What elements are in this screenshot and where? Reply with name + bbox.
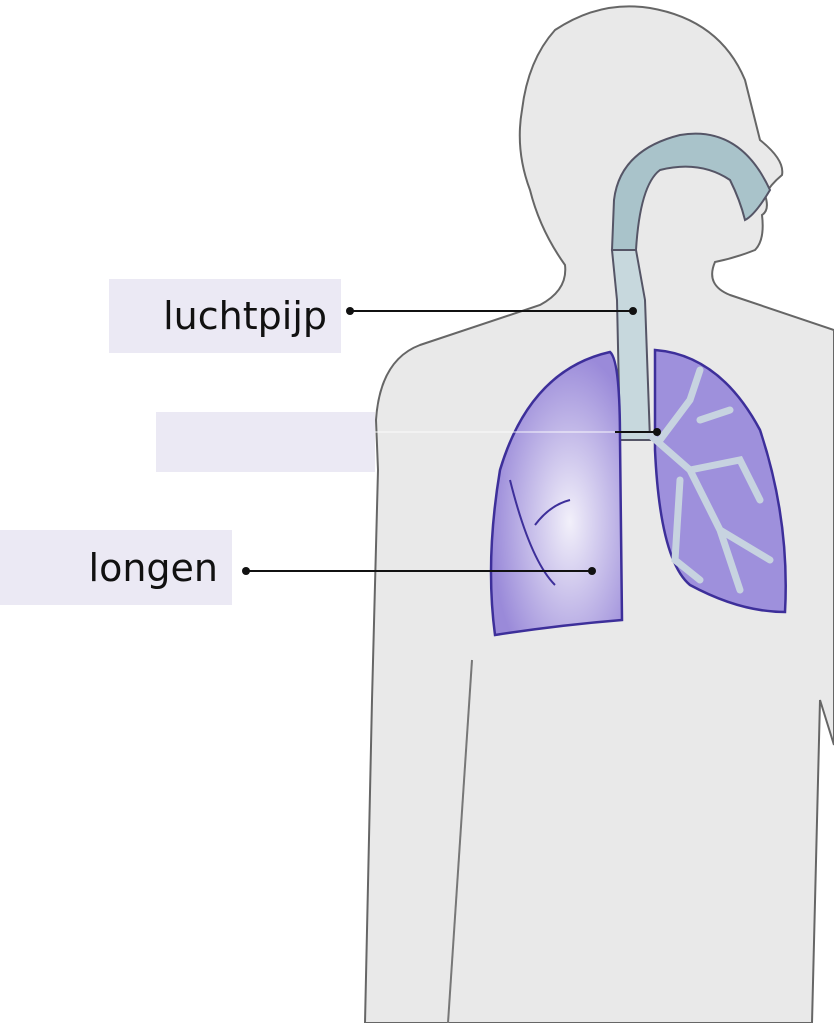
inner-arm-line [447, 659, 473, 1023]
bronchial-tree [646, 366, 774, 594]
pointer-bronchi [375, 428, 661, 436]
pointer-trachea [346, 307, 637, 315]
lung-fissure [509, 479, 571, 586]
label-trachea: luchtpijp [109, 279, 341, 353]
left-lung [489, 350, 624, 637]
label-blank-bronchi[interactable] [156, 412, 375, 472]
nasal-cavity [610, 132, 772, 251]
label-lungs: longen [0, 530, 232, 605]
trachea [610, 249, 652, 441]
pointer-lungs [242, 567, 596, 575]
